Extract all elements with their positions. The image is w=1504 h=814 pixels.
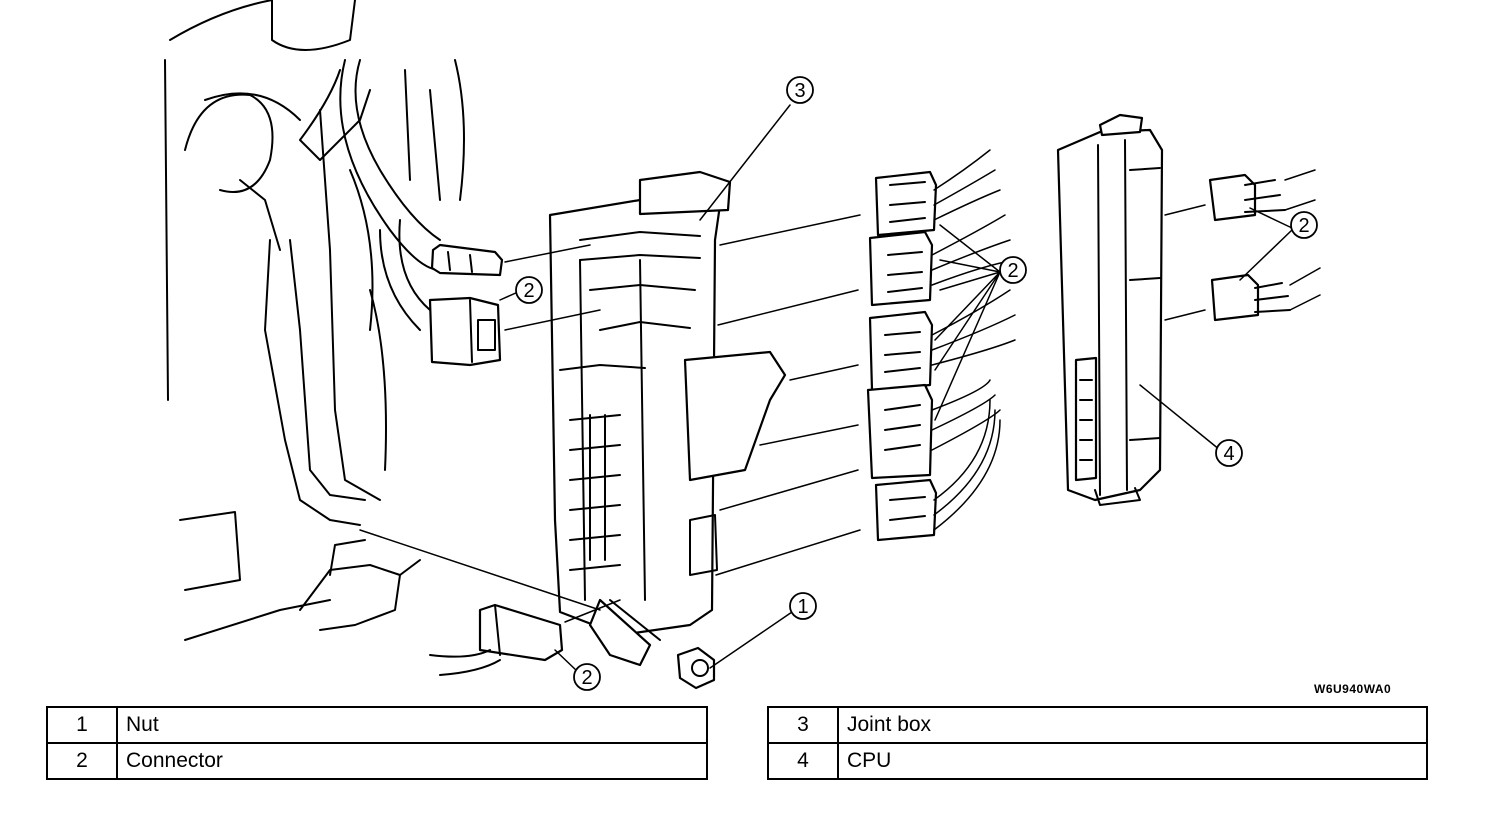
callout-2-stack: 2 <box>999 256 1027 284</box>
callout-4-label: 4 <box>1223 443 1234 465</box>
figure-code: W6U940WA0 <box>1314 682 1392 696</box>
callout-2-cpu-label: 2 <box>1298 215 1309 237</box>
legend-row: 1 Nut <box>46 706 708 744</box>
harness-connector-upper <box>430 243 504 277</box>
legend-row: 2 Connector <box>46 742 708 780</box>
legend-number: 3 <box>767 706 839 744</box>
cpu-connectors <box>1208 169 1321 322</box>
legend-row: 3 Joint box <box>767 706 1428 744</box>
callout-3: 3 <box>786 76 814 104</box>
legend-label: Joint box <box>837 706 1428 744</box>
legend-table-left: 1 Nut 2 Connector <box>46 706 708 780</box>
callout-1: 1 <box>789 592 817 620</box>
vehicle-body <box>164 0 465 641</box>
callout-2-harness-label: 2 <box>523 280 534 302</box>
connector-stack <box>866 149 1016 542</box>
legend-number: 1 <box>46 706 118 744</box>
callout-3-label: 3 <box>794 80 805 102</box>
callout-2-harness: 2 <box>515 276 543 304</box>
callout-2-bottom-label: 2 <box>581 667 592 689</box>
legend-label: Nut <box>116 706 708 744</box>
legend-label: Connector <box>116 742 708 780</box>
callout-1-label: 1 <box>797 596 808 618</box>
callout-2-cpu: 2 <box>1290 211 1318 239</box>
callout-4: 4 <box>1215 439 1243 467</box>
legend-number: 2 <box>46 742 118 780</box>
leader-lines <box>359 104 1293 673</box>
callout-2-bottom: 2 <box>573 663 601 691</box>
harness-connector-lower <box>428 296 502 367</box>
legend-table-right: 3 Joint box 4 CPU <box>767 706 1428 780</box>
exploded-diagram: 3 2 2 2 4 1 2 <box>164 0 1321 691</box>
harness-connector-bottom <box>429 603 564 676</box>
legend-row: 4 CPU <box>767 742 1428 780</box>
legend-number: 4 <box>767 742 839 780</box>
joint-box <box>548 170 787 667</box>
legend-label: CPU <box>837 742 1428 780</box>
nut <box>676 646 716 690</box>
callout-2-stack-label: 2 <box>1007 260 1018 282</box>
cpu-module <box>1056 113 1164 506</box>
